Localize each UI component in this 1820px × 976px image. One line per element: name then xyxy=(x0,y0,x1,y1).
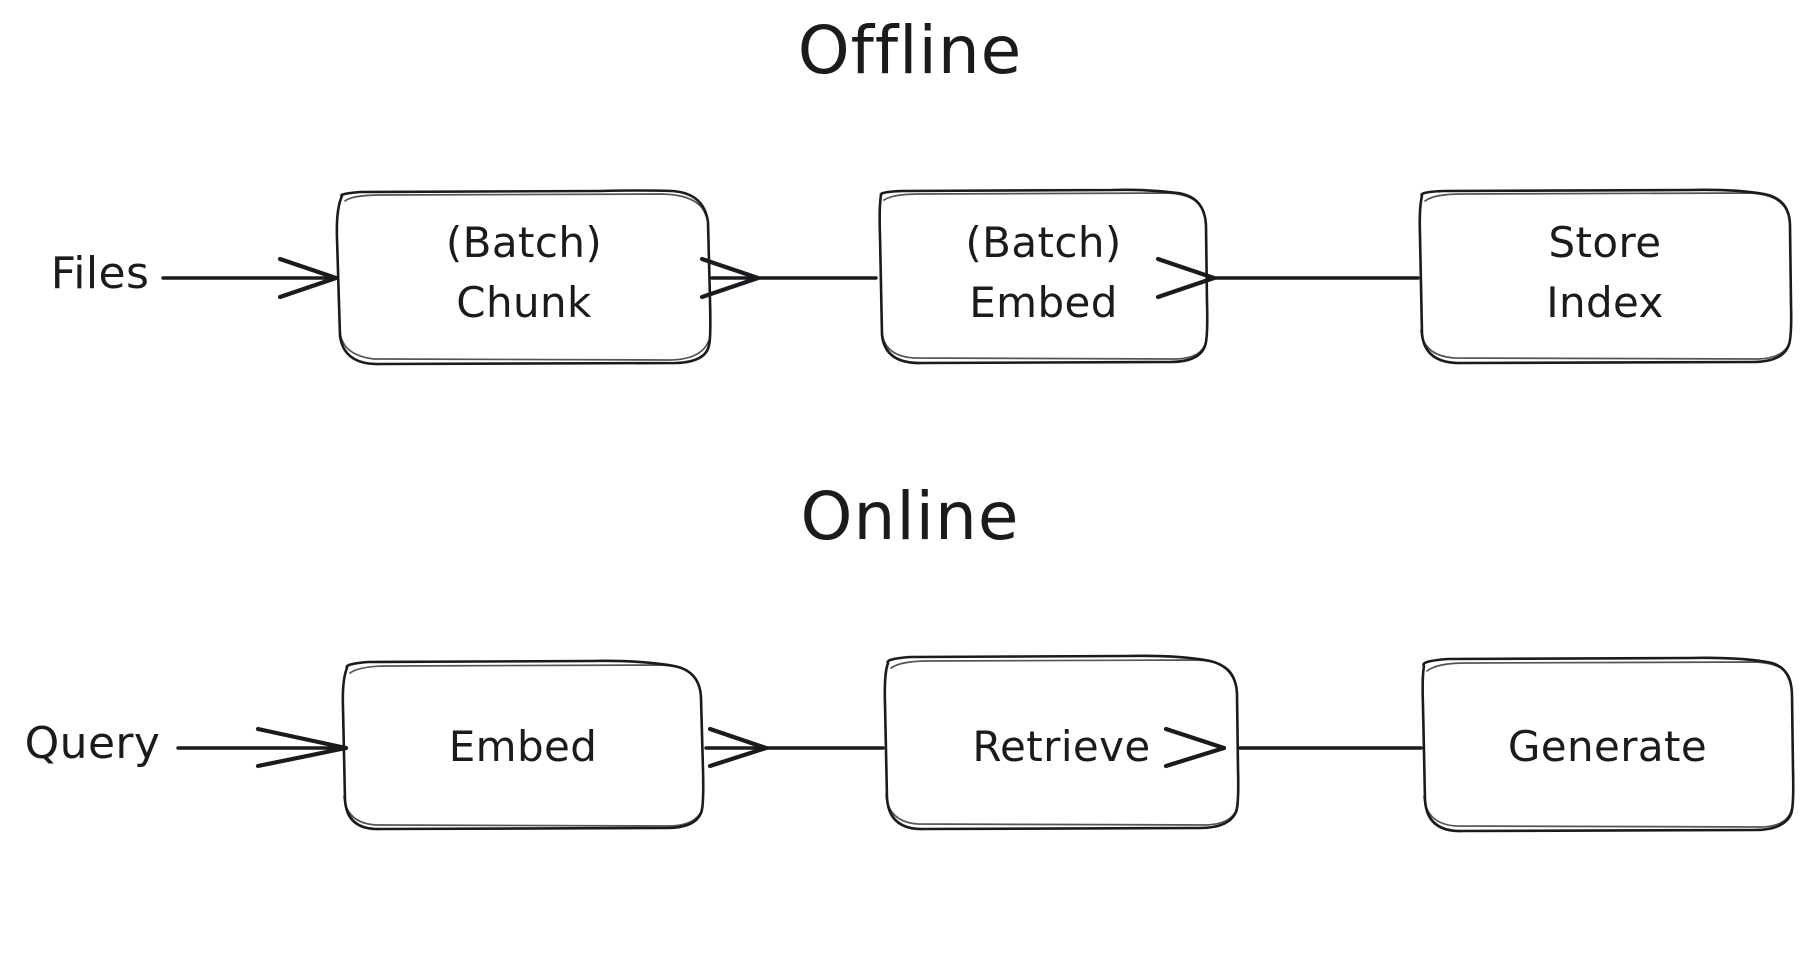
edge-files-to-batch-chunk xyxy=(161,256,339,300)
edge-retrieve-to-generate xyxy=(1163,726,1423,769)
node-box-embed[interactable] xyxy=(341,659,705,831)
edge-batch-chunk-to-batch-embed xyxy=(699,256,878,300)
edge-batch-embed-to-store-index xyxy=(1155,256,1420,300)
edge-query-to-embed xyxy=(176,726,349,769)
edge-embed-to-retrieve xyxy=(704,726,885,769)
node-box-batch-chunk[interactable] xyxy=(335,189,712,366)
node-box-generate[interactable] xyxy=(1421,656,1795,833)
node-box-retrieve[interactable] xyxy=(883,654,1240,831)
node-box-store-index[interactable] xyxy=(1418,188,1793,365)
node-box-batch-embed[interactable] xyxy=(878,188,1209,365)
